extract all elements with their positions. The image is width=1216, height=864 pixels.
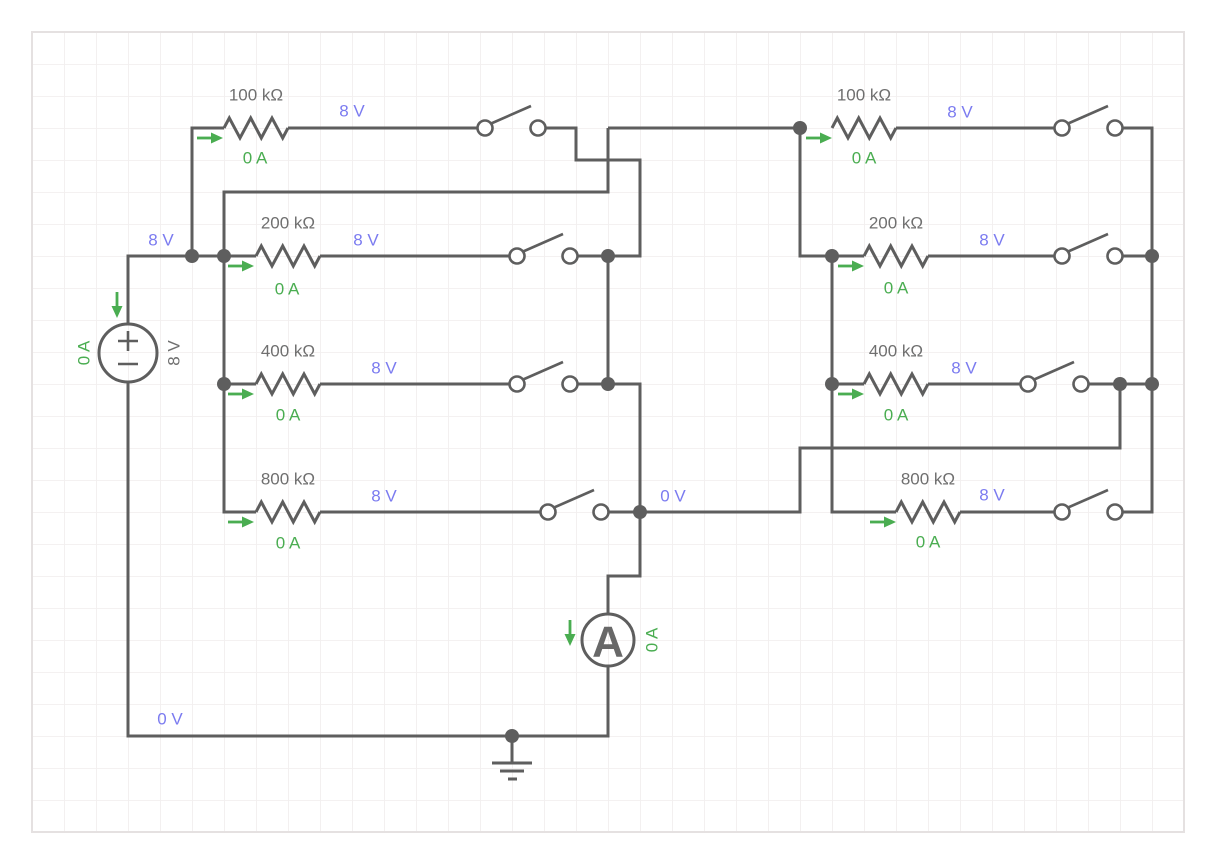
junction-dots bbox=[185, 121, 1159, 743]
resistor-value-label: 200 kΩ bbox=[261, 214, 315, 233]
branch-current-label: 0 A bbox=[276, 534, 301, 553]
branch-current-label: 0 A bbox=[243, 149, 268, 168]
grid-border bbox=[31, 31, 1185, 833]
resistor-value-label: 800 kΩ bbox=[261, 470, 315, 489]
resistor-value-label: 100 kΩ bbox=[837, 86, 891, 105]
ammeter[interactable]: A bbox=[580, 612, 636, 668]
resistor-value-label: 800 kΩ bbox=[901, 470, 955, 489]
branch-current-label: 0 A bbox=[884, 406, 909, 425]
ammeter-current-label: 0 A bbox=[643, 627, 662, 652]
source-node-voltage-label: 8 V bbox=[148, 231, 174, 250]
branch-current-label: 0 A bbox=[275, 280, 300, 299]
resistor-value-label: 400 kΩ bbox=[261, 342, 315, 361]
resistor-value-label: 400 kΩ bbox=[869, 342, 923, 361]
wire-net-supply-left[interactable] bbox=[126, 126, 610, 514]
node-voltage-label: 8 V bbox=[979, 486, 1005, 505]
resistor-value-label: 200 kΩ bbox=[869, 214, 923, 233]
source-current-label: 0 A bbox=[75, 340, 94, 365]
branch-current-label: 0 A bbox=[916, 533, 941, 552]
node-voltage-label: 8 V bbox=[951, 359, 977, 378]
ammeter-symbol: A bbox=[592, 618, 624, 667]
output-voltage-label: 0 V bbox=[660, 487, 686, 506]
branch-current-label: 0 A bbox=[884, 279, 909, 298]
branch-current-label: 0 A bbox=[276, 406, 301, 425]
node-voltage-label: 8 V bbox=[371, 487, 397, 506]
node-voltage-label: 8 V bbox=[353, 231, 379, 250]
node-voltage-label: 8 V bbox=[947, 103, 973, 122]
wire-net-ground[interactable] bbox=[126, 382, 610, 738]
ground-voltage-label: 0 V bbox=[157, 710, 183, 729]
node-voltage-label: 8 V bbox=[979, 231, 1005, 250]
node-voltage-label: 8 V bbox=[371, 359, 397, 378]
node-voltage-label: 8 V bbox=[339, 102, 365, 121]
resistor-value-label: 100 kΩ bbox=[229, 86, 283, 105]
voltage-source[interactable] bbox=[97, 322, 159, 384]
branch-current-label: 0 A bbox=[852, 149, 877, 168]
source-emf-label: 8 V bbox=[165, 340, 184, 366]
